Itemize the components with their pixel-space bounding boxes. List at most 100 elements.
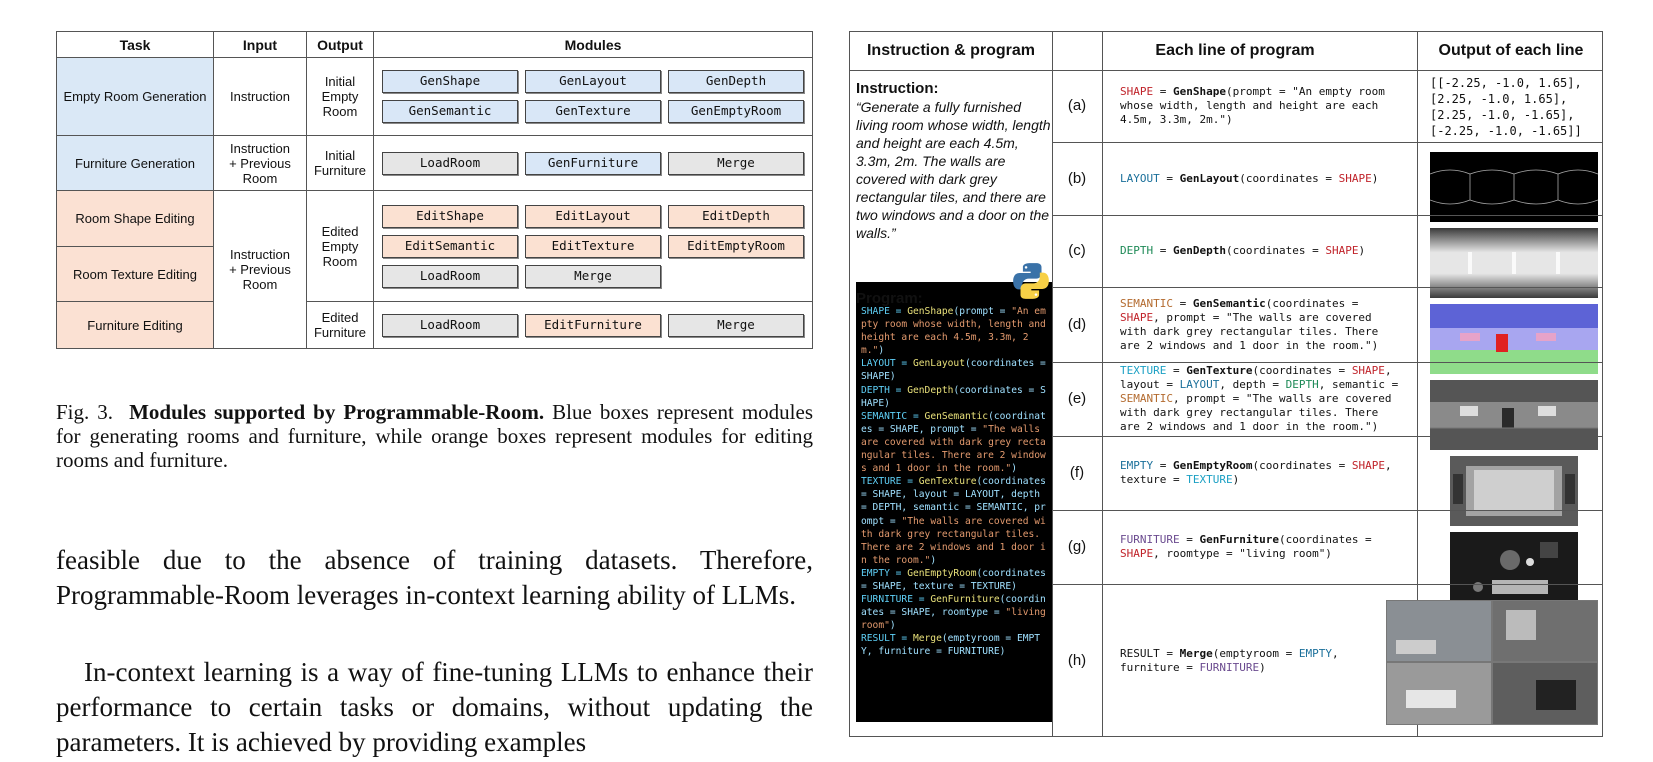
code-token: SHAPE (1120, 310, 1154, 324)
code-token: = (1179, 533, 1200, 546)
program-table: Instruction & program Each line of progr… (849, 31, 1603, 737)
shape-coordinates-output: [[-2.25, -1.0, 1.65], [2.25, -1.0, 1.65]… (1430, 76, 1582, 138)
code-token: (coordinates = (1225, 244, 1326, 257)
code-token: , semantic = (1318, 378, 1405, 391)
module-box-genshape: GenShape (382, 69, 518, 93)
code-token: LAYOUT (1179, 378, 1220, 391)
header-each-line: Each line of program (1155, 42, 1315, 59)
modules-table: Task Input Output Modules Empty Room Gen… (56, 31, 813, 349)
code-token: (coordinates = SHAPE, texture = TEXTURE) (861, 567, 1052, 592)
code-token: = (889, 384, 908, 396)
code-line: SHAPE = GenShape(prompt = "An empty room… (861, 305, 1048, 357)
code-token: SHAPE (1351, 364, 1385, 377)
row-label: (a) (1067, 97, 1087, 114)
header-output: Output (306, 31, 374, 58)
code-token: FURNITURE (1120, 533, 1180, 546)
module-box-editdepth: EditDepth (668, 204, 804, 228)
code-token: GenSemantic (924, 410, 989, 422)
row-code-line: SEMANTIC = GenSemantic(coordinates = SHA… (1120, 297, 1400, 353)
code-token: = (901, 476, 919, 488)
code-token: Merge (1179, 646, 1213, 660)
code-line: DEPTH = GenDepth(coordinates = SHAPE) (861, 384, 1048, 410)
code-token: "living room" (861, 607, 1052, 632)
paragraph-text: In-context learning is a way of fine-tun… (56, 657, 813, 757)
code-token: = (1159, 646, 1180, 660)
code-token: (prompt = (953, 306, 1012, 317)
header-instruction-program: Instruction & program (866, 42, 1035, 59)
module-box-loadroom: LoadRoom (382, 264, 518, 288)
module-box-editsemantic: EditSemantic (382, 234, 518, 258)
code-token: SHAPE (1325, 244, 1359, 257)
row-code-line: DEPTH = GenDepth(coordinates = SHAPE) (1120, 244, 1400, 258)
module-box-genlayout: GenLayout (525, 69, 661, 93)
code-token: GenLayout (912, 358, 965, 370)
code-token: GenTexture (918, 476, 977, 488)
code-line: TEXTURE = GenTexture(coordinates = SHAPE… (861, 475, 1048, 567)
module-box-genfurniture: GenFurniture (525, 151, 661, 175)
code-token: (emptyroom = (1212, 646, 1299, 660)
texture-output-image (1430, 380, 1598, 450)
code-token: GenFurniture (1199, 533, 1279, 546)
module-box-editlayout: EditLayout (525, 204, 661, 228)
code-token: DEPTH (861, 384, 890, 396)
code-token: DEPTH (1120, 244, 1154, 257)
code-token: SHAPE (1338, 171, 1372, 185)
code-token: = (1172, 296, 1193, 310)
header-input: Input (213, 31, 307, 58)
instruction-title: Instruction: (856, 80, 939, 97)
instruction-text: “Generate a fully furnished living room … (856, 99, 1051, 241)
task-cell: Room Texture Editing (56, 245, 214, 303)
code-token: (coordinates = SHAPE, layout = LAYOUT, d… (861, 476, 1052, 527)
code-token: GenDepth (1173, 244, 1226, 257)
code-token: ) (1232, 473, 1240, 486)
code-token: GenTexture (1186, 364, 1253, 377)
code-token: ) (1358, 244, 1366, 257)
code-token: (coordinates = (1278, 533, 1379, 546)
code-line: EMPTY = GenEmptyRoom(coordinates = SHAPE… (861, 567, 1048, 593)
code-token: (coordinates = SHAPE) (861, 358, 1052, 383)
code-token: = (889, 306, 908, 317)
code-token: = (895, 633, 913, 645)
module-box-editemptyroom: EditEmptyRoom (668, 234, 804, 258)
module-box-merge: Merge (668, 151, 804, 175)
code-token: GenEmptyRoom (907, 567, 977, 579)
task-cell: Furniture Editing (56, 301, 214, 349)
code-token: GenShape (907, 306, 954, 317)
caption-bold: Modules supported by Programmable-Room. (129, 400, 545, 424)
module-box-editfurniture: EditFurniture (525, 313, 661, 337)
caption-text: Blue boxes represent modules for generat… (56, 400, 813, 472)
code-token: SEMANTIC (861, 410, 908, 422)
code-token: = (1153, 459, 1173, 472)
output-cell: Initial Furniture (306, 134, 374, 192)
body-paragraph-1: feasible due to the absence of training … (56, 543, 813, 613)
module-box-merge: Merge (525, 264, 661, 288)
code-token: EMPTY (1298, 646, 1332, 660)
code-token: = (912, 594, 931, 606)
input-cell: Instruction + Previous Room (213, 190, 307, 349)
code-line: SEMANTIC = GenSemantic(coordinates = SHA… (861, 410, 1048, 475)
code-token: DEPTH (1285, 378, 1319, 391)
row-code-line: SHAPE = GenShape(prompt = "An empty room… (1120, 85, 1400, 127)
code-token: TEXTURE (1186, 473, 1233, 486)
code-token: ) (878, 345, 885, 357)
code-token: ) (1259, 660, 1266, 674)
row-label: (h) (1067, 651, 1087, 669)
code-token: (coordinates = SHAPE) (861, 384, 1046, 409)
code-line: FURNITURE = GenFurniture(coordinates = S… (861, 593, 1048, 632)
code-token: EMPTY (1120, 459, 1154, 472)
row-code-line: TEXTURE = GenTexture(coordinates = SHAPE… (1120, 364, 1400, 434)
code-token: SEMANTIC (1120, 392, 1173, 405)
code-token: ) (930, 554, 937, 566)
code-token: SHAPE (861, 306, 890, 317)
code-token: = (1153, 85, 1173, 98)
code-token: "The walls are covered with dark grey re… (861, 515, 1046, 566)
module-box-gentexture: GenTexture (525, 99, 661, 123)
code-token: Merge (912, 633, 942, 645)
code-token: , layout = (1120, 364, 1399, 391)
code-token: GenShape (1173, 85, 1226, 98)
header-modules: Modules (373, 31, 813, 58)
code-token: "An empty room whose width, length and h… (861, 306, 1052, 357)
